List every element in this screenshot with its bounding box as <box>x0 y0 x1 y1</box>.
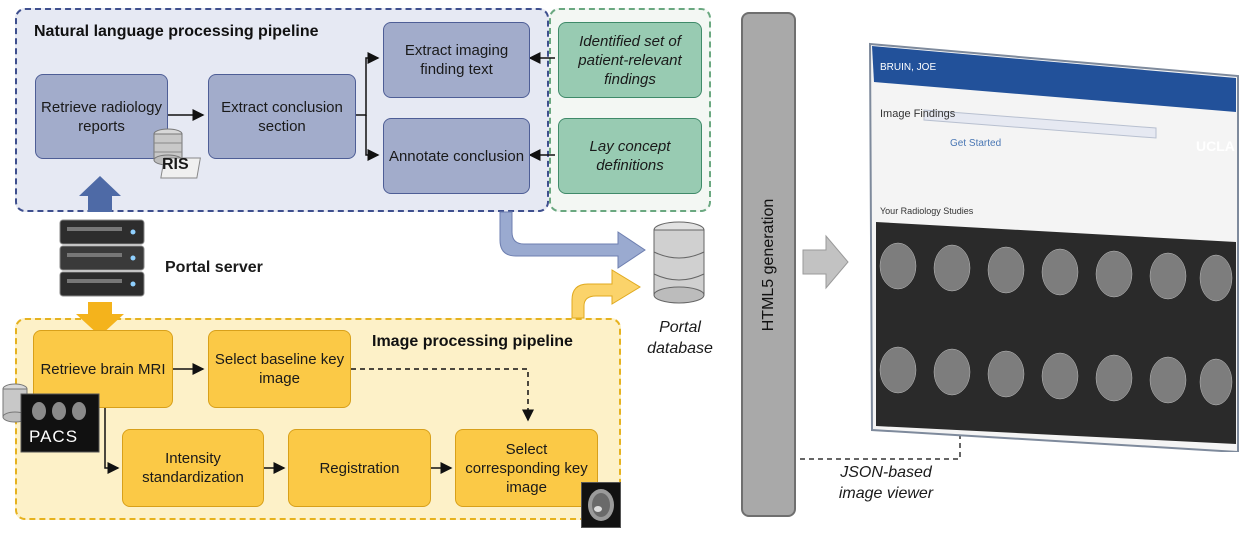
annotate-conclusion-label: Annotate conclusion <box>388 147 525 165</box>
html5-generation-label: HTML5 generation <box>759 198 777 331</box>
big-down-arrow <box>76 302 124 336</box>
viewer-studies-title: Your Radiology Studies <box>880 206 974 216</box>
extract-imaging-box: Extract imaging finding text <box>383 22 530 98</box>
arrow-to-imaging-text <box>356 52 380 116</box>
intensity-label: Intensity standardization <box>142 450 244 486</box>
json-viewer-label: JSON-based image viewer <box>838 464 934 502</box>
viewer-get-started: Get Started <box>950 138 1002 149</box>
retrieve-reports-box: Retrieve radiology reports <box>35 74 168 159</box>
lay-concept-label: Lay concept definitions <box>589 138 671 174</box>
server-icon <box>57 217 147 299</box>
image-pipeline-title: Image processing pipeline <box>372 333 573 350</box>
extract-conclusion-box: Extract conclusion section <box>208 74 356 159</box>
retrieve-reports-label: Retrieve radiology reports <box>41 98 162 135</box>
portal-server-label: Portal server <box>165 259 263 276</box>
brain-thumbnail-icon <box>581 482 621 528</box>
retrieve-mri-label: Retrieve brain MRI <box>40 360 166 378</box>
viewer-patient-name: BRUIN, JOE <box>880 62 937 73</box>
nlp-pipeline-title: Natural language processing pipeline <box>34 23 319 40</box>
arrow-baseline-to-select <box>351 368 534 422</box>
arrow-to-annotate <box>365 115 380 161</box>
big-up-arrow <box>79 176 121 212</box>
portal-database-label: Portal database <box>647 319 713 357</box>
findings-box: Identified set of patient-relevant findi… <box>558 22 702 98</box>
extract-conclusion-label: Extract conclusion section <box>221 98 343 135</box>
pacs-icon: PACS <box>1 379 101 459</box>
portal-database-icon <box>651 220 707 310</box>
viewer-section-title: Image Findings <box>880 108 956 120</box>
viewer-thumbnail-grid <box>876 228 1236 428</box>
select-corresponding-label: Select corresponding key image <box>465 440 588 496</box>
extract-imaging-label: Extract imaging finding text <box>404 42 509 78</box>
select-baseline-box: Select baseline key image <box>208 330 351 408</box>
registration-label: Registration <box>319 459 400 477</box>
html5-generation-bar: HTML5 generation <box>741 12 796 517</box>
select-corresponding-box: Select corresponding key image <box>455 429 598 507</box>
ris-database-icon: RIS <box>148 126 208 181</box>
findings-label: Identified set of patient-relevant findi… <box>578 32 682 88</box>
image-to-db-arrow <box>571 269 641 319</box>
arrow-retrieve-to-intensity <box>104 408 120 474</box>
ris-label: RIS <box>162 156 189 173</box>
nlp-to-db-arrow <box>499 211 646 269</box>
html5-to-viewer-arrow <box>802 234 849 290</box>
pacs-label: PACS <box>29 427 79 446</box>
viewer-brand: UCLA <box>1196 138 1235 154</box>
select-baseline-label: Select baseline key image <box>214 351 345 387</box>
lay-concept-box: Lay concept definitions <box>558 118 702 194</box>
viewer-screenshot: BRUIN, JOE Image Findings UCLA Get Start… <box>866 42 1242 454</box>
intensity-box: Intensity standardization <box>122 429 264 507</box>
registration-box: Registration <box>288 429 431 507</box>
annotate-conclusion-box: Annotate conclusion <box>383 118 530 194</box>
